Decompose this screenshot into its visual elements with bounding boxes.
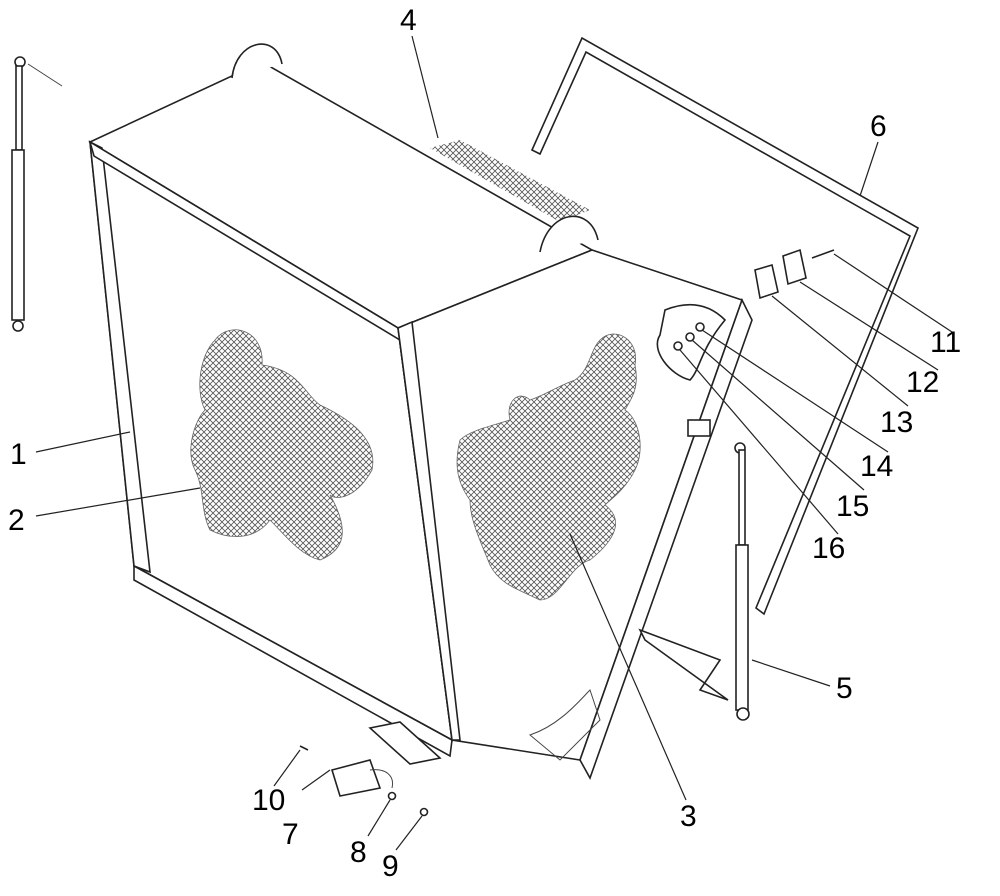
bottom-frame-rail	[133, 564, 453, 758]
top-vent-mesh	[430, 140, 590, 222]
bolt-16	[673, 341, 683, 351]
callout-7: 7	[282, 818, 299, 851]
corner-gusset	[656, 304, 727, 381]
hinge-plate-12	[782, 248, 807, 286]
gas-strut-right	[734, 442, 750, 721]
callout-15: 15	[836, 490, 869, 523]
callout-14: 14	[860, 450, 893, 483]
callout-12: 12	[906, 366, 939, 399]
callout-16: 16	[812, 532, 845, 565]
right-frame-rail	[397, 320, 461, 741]
washer-14	[695, 322, 705, 332]
callout-3: 3	[680, 800, 697, 833]
hinge-plate-13	[754, 263, 779, 300]
nut-15	[685, 332, 695, 342]
screw-10	[299, 745, 309, 751]
lift-handle-front	[539, 215, 599, 253]
callout-10: 10	[252, 784, 285, 817]
right-mesh-panel	[456, 333, 641, 601]
lift-handle-rear	[231, 43, 283, 79]
callout-9: 9	[382, 850, 399, 883]
washer-8	[387, 791, 397, 801]
angle-bracket	[638, 628, 729, 701]
hinge-parts	[673, 248, 835, 351]
screw-11	[811, 249, 835, 259]
nut-9	[419, 807, 429, 817]
latch-assembly	[299, 745, 429, 817]
latch-7	[330, 759, 382, 797]
callout-4: 4	[400, 4, 417, 37]
callout-8: 8	[350, 836, 367, 869]
box-right-panel	[397, 249, 753, 780]
callout-5: 5	[836, 672, 853, 705]
bottom-gusset	[528, 689, 601, 761]
bottom-step	[368, 721, 442, 765]
leader-lines	[35, 35, 953, 851]
strut-mount	[687, 419, 711, 437]
callout-6: 6	[870, 110, 887, 143]
callout-13: 13	[880, 406, 913, 439]
door-frame	[530, 36, 920, 616]
gas-strut-left	[11, 56, 63, 332]
callout-11: 11	[930, 326, 961, 359]
callout-2: 2	[8, 504, 25, 537]
left-mesh-panel	[190, 329, 374, 561]
callout-1: 1	[10, 438, 27, 471]
